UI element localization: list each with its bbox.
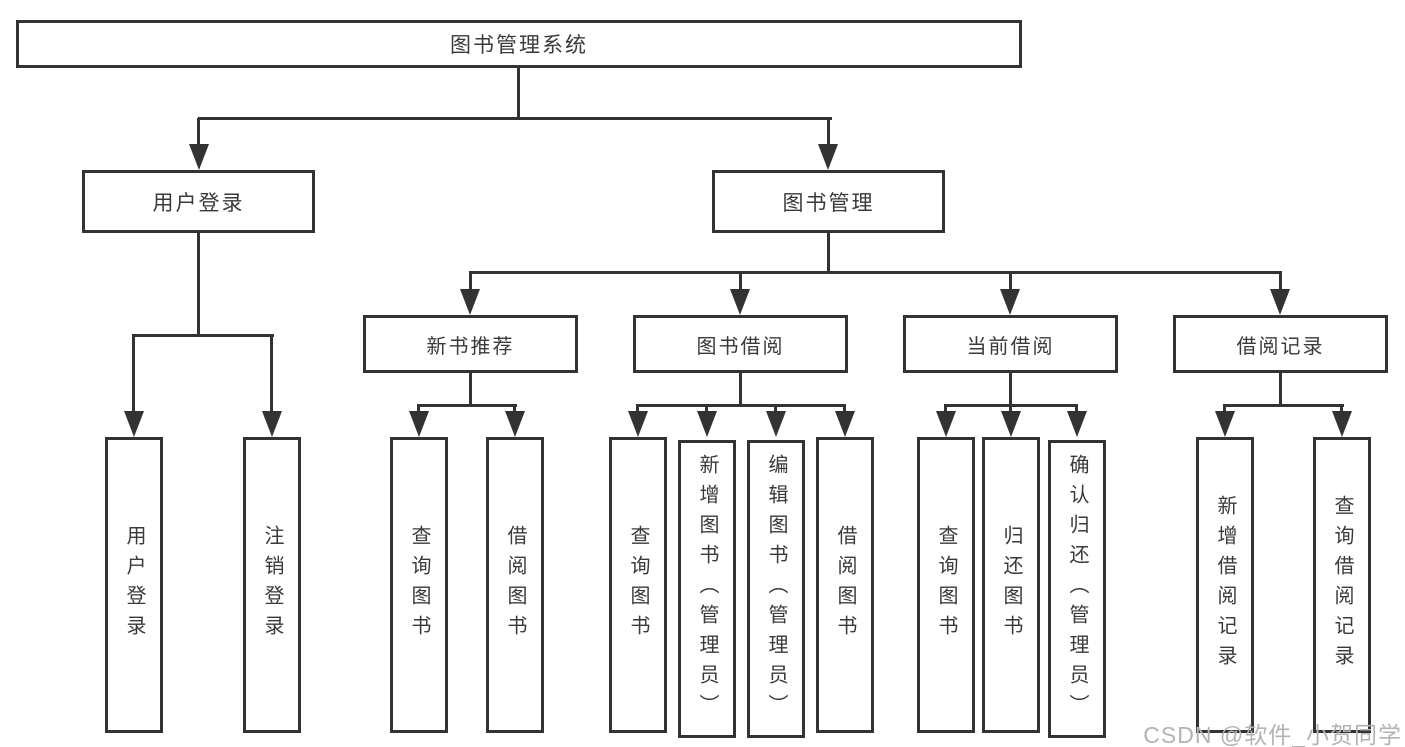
node-cb-confirm-return-admin: 确认归还（管理员） xyxy=(1048,440,1106,738)
node-current-borrowing: 当前借阅 xyxy=(903,315,1118,373)
arrowhead-down-icon xyxy=(1332,411,1352,437)
connector-to-book-management xyxy=(827,118,830,146)
connector-leaf-tail xyxy=(513,405,516,413)
connector-group1-split xyxy=(417,404,517,407)
arrowhead-down-icon xyxy=(1000,289,1020,315)
node-book-borrowing-label: 图书借阅 xyxy=(696,335,785,358)
node-bb-edit-books-admin: 编辑图书（管理员） xyxy=(747,440,805,738)
connector-to-book-borrowing xyxy=(739,272,742,290)
node-nbr-borrow-books: 借阅图书 xyxy=(486,437,544,733)
connector-group2-split xyxy=(636,404,846,407)
node-user-login-branch: 用户登录 xyxy=(82,170,315,233)
node-br-add-record-label: 新增借阅记录 xyxy=(1214,495,1236,675)
connector-to-current-borrowing xyxy=(1009,272,1012,290)
node-user-login: 用户登录 xyxy=(105,437,163,733)
node-bb-edit-books-admin-label: 编辑图书（管理员） xyxy=(765,454,787,724)
arrowhead-down-icon xyxy=(1215,411,1235,437)
connector-to-logout xyxy=(270,335,273,413)
arrowhead-down-icon xyxy=(505,411,525,437)
connector-leaf-tail xyxy=(1340,405,1343,413)
arrowhead-down-icon xyxy=(124,411,144,437)
node-bb-add-books-admin: 新增图书（管理员） xyxy=(678,440,736,738)
arrowhead-down-icon xyxy=(409,411,429,437)
connector-root-stub xyxy=(517,68,520,120)
connector-leaf-tail xyxy=(1223,405,1226,413)
node-bb-query-books: 查询图书 xyxy=(609,437,667,733)
node-bb-borrow-books: 借阅图书 xyxy=(816,437,874,733)
connector-leaf-tail xyxy=(1009,405,1012,413)
node-cb-return-books-label: 归还图书 xyxy=(1000,525,1022,645)
node-current-borrowing-label: 当前借阅 xyxy=(966,335,1055,358)
node-bb-add-books-admin-label: 新增图书（管理员） xyxy=(696,454,718,724)
connector-leaf-tail xyxy=(705,405,708,413)
node-book-management: 图书管理 xyxy=(712,170,945,233)
node-cb-query-books: 查询图书 xyxy=(917,437,975,733)
arrowhead-down-icon xyxy=(628,411,648,437)
node-nbr-query-books-label: 查询图书 xyxy=(408,525,430,645)
arrowhead-down-icon xyxy=(730,289,750,315)
arrowhead-down-icon xyxy=(835,411,855,437)
watermark: CSDN @软件_小贺同学 xyxy=(1143,722,1402,747)
arrowhead-down-icon xyxy=(697,411,717,437)
node-new-book-recommend: 新书推荐 xyxy=(363,315,578,373)
connector-mgmt-stub xyxy=(827,233,830,273)
arrowhead-down-icon xyxy=(1067,411,1087,437)
connector-leaf-tail xyxy=(1075,405,1078,413)
node-borrowing-records: 借阅记录 xyxy=(1173,315,1388,373)
node-nbr-borrow-books-label: 借阅图书 xyxy=(504,525,526,645)
node-bb-query-books-label: 查询图书 xyxy=(627,525,649,645)
arrowhead-down-icon xyxy=(460,289,480,315)
node-cb-confirm-return-admin-label: 确认归还（管理员） xyxy=(1066,454,1088,724)
connector-to-borrowing-records xyxy=(1279,272,1282,290)
connector-user-branch-stub xyxy=(197,233,200,337)
connector-group4-stub xyxy=(1279,373,1282,407)
connector-root-split xyxy=(198,117,832,120)
node-br-query-record: 查询借阅记录 xyxy=(1313,437,1371,733)
connector-group4-split xyxy=(1223,404,1344,407)
connector-leaf-tail xyxy=(636,405,639,413)
node-book-borrowing: 图书借阅 xyxy=(633,315,848,373)
arrowhead-down-icon xyxy=(262,411,282,437)
node-logout-label: 注销登录 xyxy=(261,525,283,645)
connector-leaf-tail xyxy=(774,405,777,413)
connector-to-user-login-branch xyxy=(197,118,200,146)
node-logout: 注销登录 xyxy=(243,437,301,733)
node-cb-query-books-label: 查询图书 xyxy=(935,525,957,645)
connector-leaf-tail xyxy=(944,405,947,413)
arrowhead-down-icon xyxy=(766,411,786,437)
node-book-management-label: 图书管理 xyxy=(782,191,875,215)
node-nbr-query-books: 查询图书 xyxy=(390,437,448,733)
node-br-add-record: 新增借阅记录 xyxy=(1196,437,1254,733)
connector-to-user-login xyxy=(132,335,135,413)
connector-user-branch-split xyxy=(132,334,274,337)
connector-group3-stub xyxy=(1009,373,1012,407)
connector-group2-stub xyxy=(739,373,742,407)
connector-mgmt-split xyxy=(469,271,1282,274)
node-bb-borrow-books-label: 借阅图书 xyxy=(834,525,856,645)
arrowhead-down-icon xyxy=(936,411,956,437)
connector-group1-stub xyxy=(469,373,472,407)
arrowhead-down-icon xyxy=(1270,289,1290,315)
node-new-book-recommend-label: 新书推荐 xyxy=(426,335,515,358)
node-root: 图书管理系统 xyxy=(16,20,1022,68)
node-br-query-record-label: 查询借阅记录 xyxy=(1331,495,1353,675)
arrowhead-down-icon xyxy=(189,144,209,170)
node-root-label: 图书管理系统 xyxy=(450,34,588,57)
node-user-login-label: 用户登录 xyxy=(123,525,145,645)
node-cb-return-books: 归还图书 xyxy=(982,437,1040,733)
arrowhead-down-icon xyxy=(818,144,838,170)
node-borrowing-records-label: 借阅记录 xyxy=(1236,335,1325,358)
connector-to-new-book-recommend xyxy=(469,272,472,290)
connector-leaf-tail xyxy=(843,405,846,413)
arrowhead-down-icon xyxy=(1001,411,1021,437)
node-user-login-branch-label: 用户登录 xyxy=(152,191,245,215)
connector-leaf-tail xyxy=(417,405,420,413)
